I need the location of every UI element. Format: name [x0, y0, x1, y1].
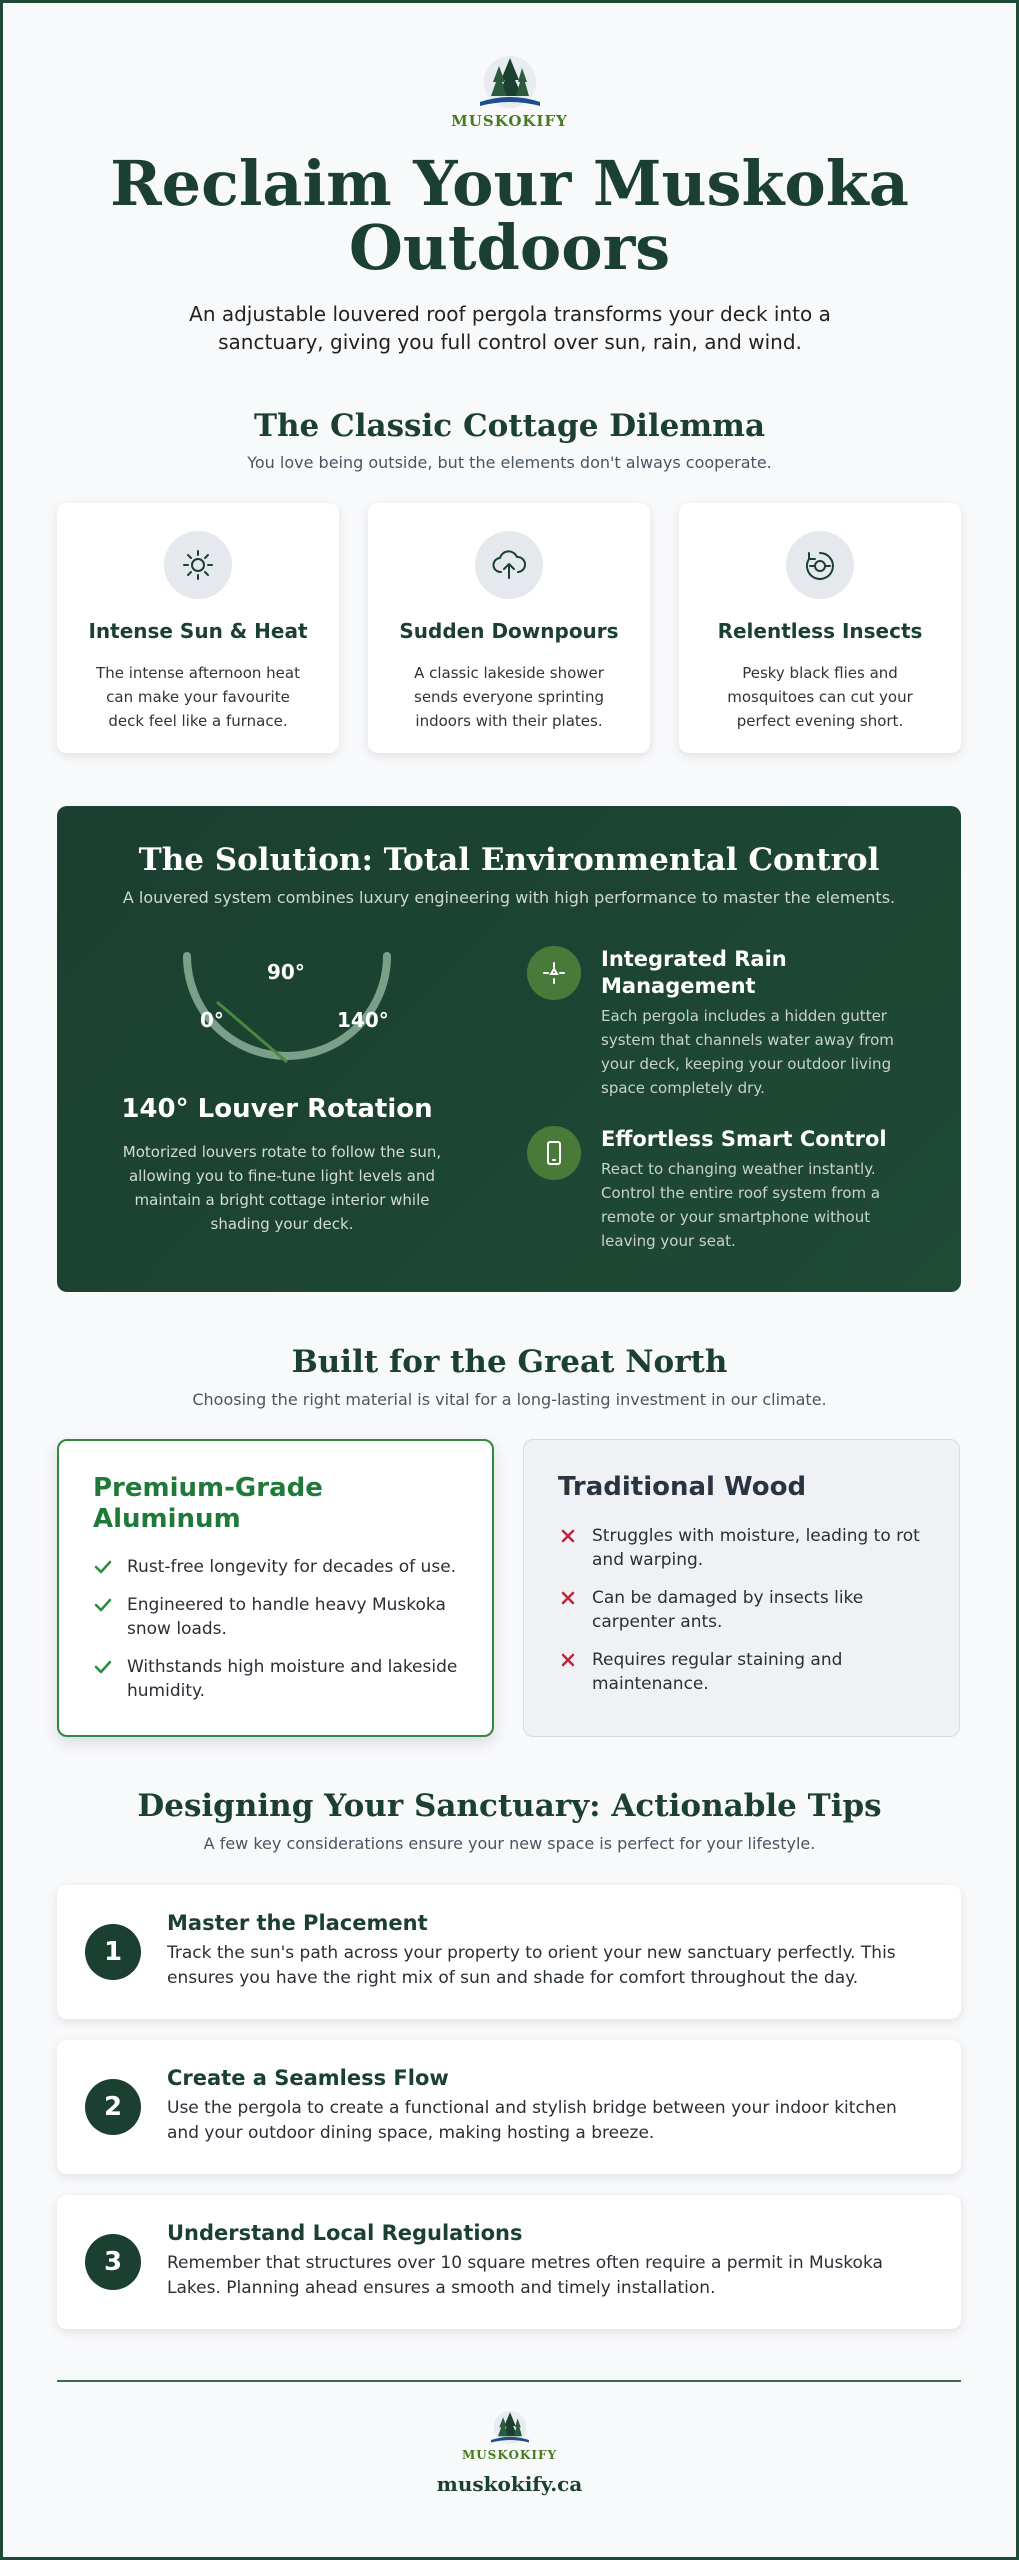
wood-point: Can be damaged by insects like carpenter… [558, 1586, 938, 1634]
smartphone-icon [527, 1126, 581, 1180]
card-title: Intense Sun & Heat [88, 619, 308, 643]
dilemma-card-insects: Relentless Insects Pesky black flies and… [679, 503, 961, 753]
rotation-title: 140° Louver Rotation [121, 1094, 433, 1124]
aluminum-point: Rust-free longevity for decades of use. [93, 1555, 473, 1579]
tip-card: 3 Understand Local Regulations Remember … [57, 2195, 961, 2329]
solution-title: The Solution: Total Environmental Contro… [138, 842, 880, 878]
footer-logo[interactable]: MUSKOKIFY [0, 2408, 1019, 2462]
tip-title: Create a Seamless Flow [167, 2066, 449, 2090]
feature-smart-control: Effortless Smart Control React to changi… [527, 1126, 927, 1253]
logo-tree-icon [490, 2410, 529, 2444]
cross-icon [561, 1591, 575, 1605]
feature-title: Effortless Smart Control [601, 1127, 887, 1151]
materials-title: Built for the Great North [291, 1344, 728, 1380]
insect-icon [786, 531, 854, 599]
aluminum-point: Engineered to handle heavy Muskoka snow … [93, 1593, 473, 1641]
page-title-line1: Reclaim Your Muskoka [110, 147, 909, 220]
feature-text: Each pergola includes a hidden gutter sy… [601, 1007, 894, 1097]
dilemma-card-rain: Sudden Downpours A classic lakeside show… [368, 503, 650, 753]
wood-point: Requires regular staining and maintenanc… [558, 1648, 938, 1696]
wood-point: Struggles with moisture, leading to rot … [558, 1524, 938, 1572]
rotation-text: Motorized louvers rotate to follow the s… [122, 1143, 442, 1233]
card-title: Relentless Insects [717, 619, 923, 643]
card-text: A classic lakeside shower sends everyone… [414, 664, 604, 730]
gauge-label-90: 90° [267, 960, 305, 984]
card-text: The intense afternoon heat can make your… [96, 664, 300, 730]
cross-icon [561, 1653, 575, 1667]
hero-subtitle: An adjustable louvered roof pergola tran… [189, 302, 831, 354]
card-title: Sudden Downpours [399, 619, 619, 643]
cloud-rain-icon [475, 531, 543, 599]
card-text: Pesky black flies and mosquitoes can cut… [727, 664, 913, 730]
wood-title: Traditional Wood [558, 1472, 807, 1502]
feature-text: React to changing weather instantly. Con… [601, 1160, 881, 1250]
tips-title: Designing Your Sanctuary: Actionable Tip… [137, 1788, 882, 1824]
footer-url-link[interactable]: muskokify.ca [436, 2472, 583, 2496]
solution-subtitle: A louvered system combines luxury engine… [122, 888, 896, 907]
footer-divider [57, 2380, 961, 2382]
dilemma-title: The Classic Cottage Dilemma [253, 408, 766, 444]
aluminum-title: Premium-Grade Aluminum [93, 1473, 323, 1534]
tip-text: Remember that structures over 10 square … [167, 2253, 883, 2298]
check-icon [94, 1560, 112, 1574]
logo-tree-icon [479, 56, 540, 108]
wood-card: Traditional Wood Struggles with moisture… [523, 1439, 960, 1737]
tip-card: 2 Create a Seamless Flow Use the pergola… [57, 2040, 961, 2174]
gauge-label-140: 140° [337, 1008, 389, 1032]
dilemma-card-sun: Intense Sun & Heat The intense afternoon… [57, 503, 339, 753]
tips-subtitle: A few key considerations ensure your new… [203, 1834, 816, 1853]
dilemma-subtitle: You love being outside, but the elements… [247, 453, 772, 472]
water-drop-icon [527, 946, 581, 1000]
materials-subtitle: Choosing the right material is vital for… [192, 1390, 827, 1409]
brand-logo[interactable]: MUSKOKIFY [0, 52, 1019, 130]
aluminum-point: Withstands high moisture and lakeside hu… [93, 1655, 473, 1703]
sun-icon [164, 531, 232, 599]
feature-rain-management: Integrated Rain Management Each pergola … [527, 946, 927, 1100]
louver-rotation-gauge [183, 952, 391, 1064]
tip-text: Track the sun's path across your propert… [167, 1943, 896, 1988]
page-title-line2: Outdoors [348, 211, 671, 284]
tip-number: 3 [85, 2234, 141, 2290]
feature-title: Integrated Rain Management [601, 947, 787, 998]
gauge-needle [216, 1000, 288, 1064]
tip-number: 2 [85, 2079, 141, 2135]
brand-name: MUSKOKIFY [451, 112, 568, 130]
tip-title: Understand Local Regulations [167, 2221, 523, 2245]
footer-brand-name: MUSKOKIFY [461, 2448, 558, 2462]
gauge-label-0: 0° [200, 1008, 224, 1032]
tip-card: 1 Master the Placement Track the sun's p… [57, 1885, 961, 2019]
check-icon [94, 1598, 112, 1612]
tip-number: 1 [85, 1924, 141, 1980]
check-icon [94, 1660, 112, 1674]
page-title: Reclaim Your Muskoka Outdoors [0, 152, 1019, 280]
cross-icon [561, 1529, 575, 1543]
tip-text: Use the pergola to create a functional a… [167, 2098, 897, 2143]
tip-title: Master the Placement [167, 1911, 428, 1935]
aluminum-card: Premium-Grade Aluminum Rust-free longevi… [57, 1439, 494, 1737]
solution-panel: The Solution: Total Environmental Contro… [57, 806, 961, 1292]
